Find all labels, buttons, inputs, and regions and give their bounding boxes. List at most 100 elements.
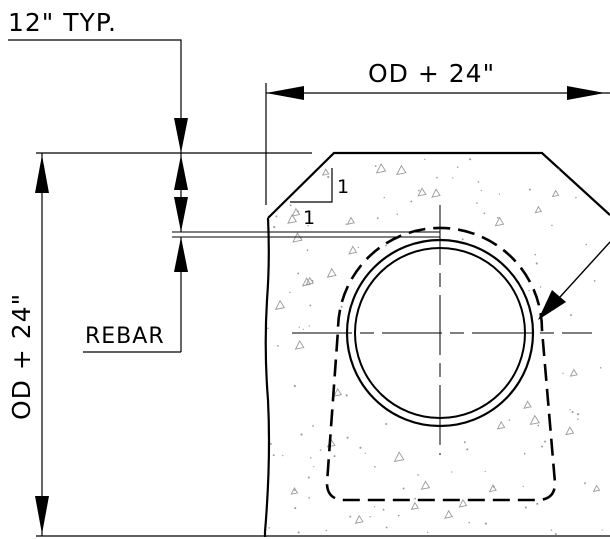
aggregate-stone [292,232,303,243]
aggregate-stone [417,187,427,197]
rebar-label: REBAR [85,324,165,349]
aggregate-dot [357,246,359,249]
aggregate-dot [298,326,300,328]
aggregate-dot [451,471,453,473]
aggregate-dot [528,188,531,191]
aggregate-dot [483,212,486,215]
aggregate-dot [524,506,527,509]
aggregate-dot [535,262,538,265]
aggregate-dot [309,304,312,307]
aggregate-dot [480,189,483,192]
aggregate-dot [397,514,400,517]
aggregate-dot [528,289,530,292]
aggregate-stone [444,509,454,519]
aggregate-dot [536,502,539,505]
slope-horizontal-label: 1 [303,207,316,229]
aggregate-dot [385,526,388,529]
aggregate-dot [269,442,272,445]
aggregate-dot [319,449,322,451]
aggregate-dot [599,188,602,190]
aggregate-dot [325,529,327,532]
concrete-encasement-outline [263,151,610,537]
cover-arrow-mid-down [174,197,188,232]
slope-indicator: 1 1 [290,168,350,229]
aggregate-dot [313,466,315,468]
aggregate-stone [393,451,405,463]
aggregate-dot [452,177,454,179]
slope-vertical-label: 1 [337,176,350,198]
aggregate-dot [468,521,470,524]
aggregate-dot [385,244,387,247]
aggregate-stone [420,480,431,490]
aggregate-dot [554,533,557,536]
aggregate-dot [484,522,487,525]
aggregate-dot [300,433,303,436]
rebar-cage-dashed [325,226,557,502]
aggregate-stone [321,168,330,176]
aggregate-dot [327,175,330,179]
aggregate-dot [476,202,478,204]
aggregate-dot [534,253,537,256]
aggregate-dot [364,452,366,454]
aggregate-dot [302,328,304,331]
aggregate-stone [488,484,497,493]
aggregate-dot [294,507,297,510]
aggregate-stone [326,267,337,278]
aggregate-stone [551,189,560,198]
aggregate-stone [534,205,543,214]
cover-arrow-top-down [174,118,188,153]
aggregate-stone [592,484,601,493]
aggregate-dot [359,446,362,449]
aggregate-dot [383,196,385,199]
aggregate-stone [597,154,608,165]
aggregate-dot [424,158,426,161]
top-width-dimension: OD + 24" [265,59,610,205]
aggregate-dot [289,204,292,207]
aggregate-stone [287,213,298,224]
aggregate-dot [346,436,349,439]
aggregate-stone [410,501,419,510]
aggregate-stone [294,339,305,350]
aggregate-dot [427,531,429,534]
aggregate-dot [297,272,300,275]
aggregate-dot [571,411,574,413]
aggregate-dot [273,225,276,229]
aggregate-dot [396,213,399,215]
cover-arrow-bottom-up [174,237,188,272]
aggregate-dot [307,476,310,479]
aggregate-dot [308,325,310,327]
aggregate-dot [382,508,385,511]
aggregate-dot [306,249,309,252]
aggregate-stone [290,486,299,495]
aggregate-dot [349,515,352,518]
aggregate-dot [541,445,544,448]
aggregate-dot [345,223,348,226]
aggregate-dot [333,455,336,458]
aggregate-dot [267,327,269,330]
aggregate-dot [271,165,274,168]
aggregate-dot [498,193,501,195]
dimension-arrow-right [567,86,605,100]
aggregate-dot [508,419,511,421]
aggregate-dot [373,506,376,508]
aggregate-dot [469,158,472,161]
aggregate-dot [410,200,413,203]
aggregate-dot [601,529,603,531]
aggregate-dot [436,176,438,179]
aggregate-dot [496,216,499,219]
aggregate-dot [376,217,379,220]
aggregate-stone [569,368,578,377]
aggregate-dot [418,189,420,192]
aggregate-stone [565,426,575,436]
aggregate-stone [396,164,407,176]
aggregate-dot [272,454,275,457]
aggregate-dot [340,305,343,308]
aggregate-dot [282,454,284,457]
rebar-leader-arrow [538,241,610,320]
aggregate-stone [291,207,301,217]
aggregate-stone [333,387,343,397]
aggregate-dot [307,225,309,227]
aggregate-dot [539,286,542,288]
dimension-arrow-up [35,155,49,193]
